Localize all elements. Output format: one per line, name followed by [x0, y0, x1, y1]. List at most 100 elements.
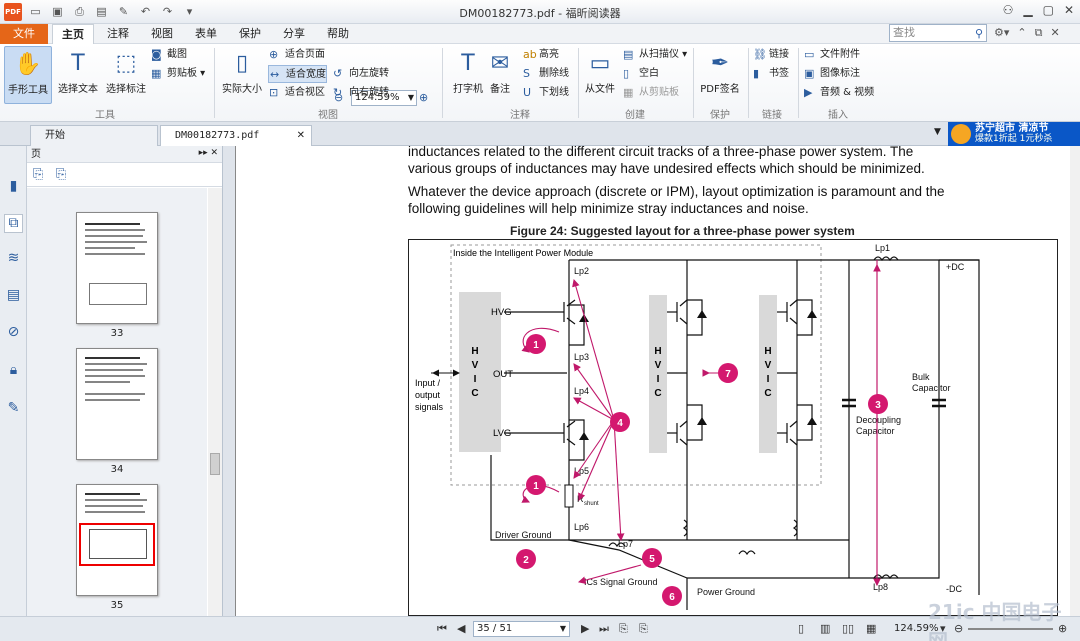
- close-tab-icon[interactable]: ✕: [296, 130, 305, 141]
- fit-width-button[interactable]: ↔适合宽度: [268, 65, 327, 83]
- media-icon: ▶: [804, 86, 813, 99]
- ribbon-collapse-icon[interactable]: ⌃: [1017, 26, 1027, 39]
- single-page-icon[interactable]: ▯: [798, 622, 805, 635]
- from-scanner-button[interactable]: ▤从扫描仪 ▾: [622, 46, 687, 64]
- menu-file[interactable]: 文件: [0, 24, 48, 44]
- menu-help[interactable]: 帮助: [327, 27, 349, 40]
- pages-panel-icon[interactable]: ⧉: [4, 214, 23, 233]
- page-thumbnail[interactable]: [76, 348, 158, 460]
- thumbnail-scrollbar[interactable]: [208, 188, 222, 616]
- chevron-down-icon[interactable]: ▼: [407, 93, 414, 102]
- zoom-in-icon[interactable]: ⊕: [1058, 622, 1068, 635]
- zoom-select[interactable]: 124.59%▼: [351, 90, 417, 106]
- previous-view-icon[interactable]: ⎘: [619, 622, 628, 635]
- menu-protect[interactable]: 保护: [239, 27, 261, 40]
- page-thumbnail-current[interactable]: [76, 484, 158, 596]
- bookmark-panel-icon[interactable]: ▮: [9, 178, 18, 194]
- screenshot-button[interactable]: ◙截图: [150, 46, 187, 64]
- attachments-panel-icon[interactable]: ⊘: [7, 324, 20, 340]
- menu-home[interactable]: 主页: [52, 24, 94, 45]
- link-button[interactable]: ⛓链接: [752, 46, 789, 64]
- file-attachment-button[interactable]: ▭文件附件: [803, 46, 860, 64]
- facing-icon[interactable]: ▯▯: [842, 622, 855, 635]
- minimize-icon[interactable]: ▁: [1023, 3, 1033, 17]
- tab-start[interactable]: 开始: [30, 125, 158, 146]
- group-label-protect: 保护: [710, 110, 730, 121]
- actual-size-button[interactable]: ▯实际大小: [218, 46, 266, 104]
- zoom-dropdown-icon[interactable]: ▾: [940, 622, 946, 635]
- zoom-out-icon[interactable]: ⊖: [334, 91, 344, 104]
- previous-page-icon[interactable]: ◀: [457, 622, 466, 635]
- page-options-icon[interactable]: ⎘: [33, 167, 44, 182]
- window-close-icon[interactable]: ✕: [1050, 26, 1060, 39]
- document-view[interactable]: inductances related to the different cir…: [235, 144, 1070, 616]
- menu-form[interactable]: 表单: [195, 27, 217, 40]
- layers-panel-icon[interactable]: ≋: [7, 250, 20, 266]
- first-page-icon[interactable]: ⏮: [437, 622, 447, 635]
- menu-share[interactable]: 分享: [283, 27, 305, 40]
- image-annotation-button[interactable]: ▣图像标注: [803, 65, 860, 83]
- signature-panel-icon[interactable]: ✎: [7, 400, 20, 416]
- fit-visible-button[interactable]: ⊡适合视区: [268, 84, 325, 102]
- security-panel-icon[interactable]: 🔒︎: [9, 362, 18, 378]
- customize-dropdown-icon[interactable]: ▾: [186, 5, 193, 18]
- scan-icon[interactable]: ▤: [96, 5, 107, 18]
- rotate-right-button[interactable]: ↻向右旋转: [332, 84, 389, 102]
- thumbnail-label: 33: [110, 328, 124, 339]
- new-icon[interactable]: ✎: [118, 5, 129, 18]
- document-scrollbar[interactable]: [1070, 146, 1080, 616]
- menu-comment[interactable]: 注释: [107, 27, 129, 40]
- page-zoom-icon[interactable]: ⎘: [55, 167, 67, 182]
- search-input[interactable]: 查找⚲: [889, 24, 987, 42]
- note-button[interactable]: ✉备注: [480, 46, 520, 104]
- close-icon[interactable]: ✕: [1063, 3, 1074, 17]
- page-number-input[interactable]: 35 / 51▼: [473, 621, 570, 637]
- skin-icon[interactable]: ⚇: [1002, 3, 1014, 17]
- page-thumbnail[interactable]: [76, 212, 158, 324]
- scrollbar-thumb[interactable]: [210, 453, 220, 475]
- continuous-icon[interactable]: ▥: [820, 622, 831, 635]
- rotate-left-button[interactable]: ↺向左旋转: [332, 65, 389, 83]
- zoom-out-icon[interactable]: ⊖: [954, 622, 964, 635]
- advertisement-banner[interactable]: 苏宁超市 清凉节 爆款1折起 1元秒杀: [948, 122, 1080, 146]
- open-icon[interactable]: ▭: [30, 5, 41, 18]
- hand-tool-button[interactable]: ✋手形工具: [4, 46, 52, 104]
- fit-page-button[interactable]: ⊕适合页面: [268, 46, 325, 64]
- comments-panel-icon[interactable]: ▤: [6, 287, 21, 303]
- menu-view[interactable]: 视图: [151, 27, 173, 40]
- clipboard-button[interactable]: ▦剪贴板 ▾: [150, 65, 205, 83]
- from-file-button[interactable]: ▭从文件: [580, 46, 620, 104]
- print-icon[interactable]: ⎙: [75, 4, 84, 18]
- search-icon[interactable]: ⚲: [974, 27, 983, 40]
- save-icon[interactable]: ▣: [52, 5, 63, 18]
- label-lp2: Lp2: [574, 266, 589, 276]
- from-clipboard-button[interactable]: ▦从剪贴板: [622, 84, 679, 102]
- chevron-down-icon[interactable]: ▼: [559, 624, 566, 633]
- last-page-icon[interactable]: ⏭: [599, 622, 609, 635]
- undo-icon[interactable]: ↶: [140, 5, 151, 18]
- zoom-in-icon[interactable]: ⊕: [419, 91, 429, 104]
- blank-button[interactable]: ▯空白: [622, 65, 659, 83]
- window-restore-icon[interactable]: ⧉: [1034, 26, 1043, 39]
- panel-controls[interactable]: ▸▸ ✕: [198, 148, 218, 158]
- visible-area-indicator[interactable]: [79, 523, 155, 566]
- settings-icon[interactable]: ⚙▾: [994, 26, 1010, 39]
- redo-icon[interactable]: ↷: [162, 5, 173, 18]
- panel-splitter[interactable]: [223, 146, 235, 616]
- continuous-facing-icon[interactable]: ▦: [866, 622, 877, 635]
- audio-video-button[interactable]: ▶音频 & 视频: [803, 84, 874, 102]
- pdf-sign-button[interactable]: ✒PDF签名: [697, 46, 743, 104]
- bookmark-button[interactable]: ▮书签: [752, 65, 789, 83]
- zoom-slider[interactable]: [968, 628, 1053, 630]
- next-view-icon[interactable]: ⎘: [639, 622, 648, 635]
- tab-document[interactable]: DM00182773.pdf✕: [160, 125, 312, 146]
- maximize-icon[interactable]: ▢: [1042, 3, 1054, 17]
- tab-list-dropdown-icon[interactable]: ▼: [934, 127, 941, 137]
- next-page-icon[interactable]: ▶: [581, 622, 590, 635]
- select-annotation-button[interactable]: ⬚选择标注: [102, 46, 150, 104]
